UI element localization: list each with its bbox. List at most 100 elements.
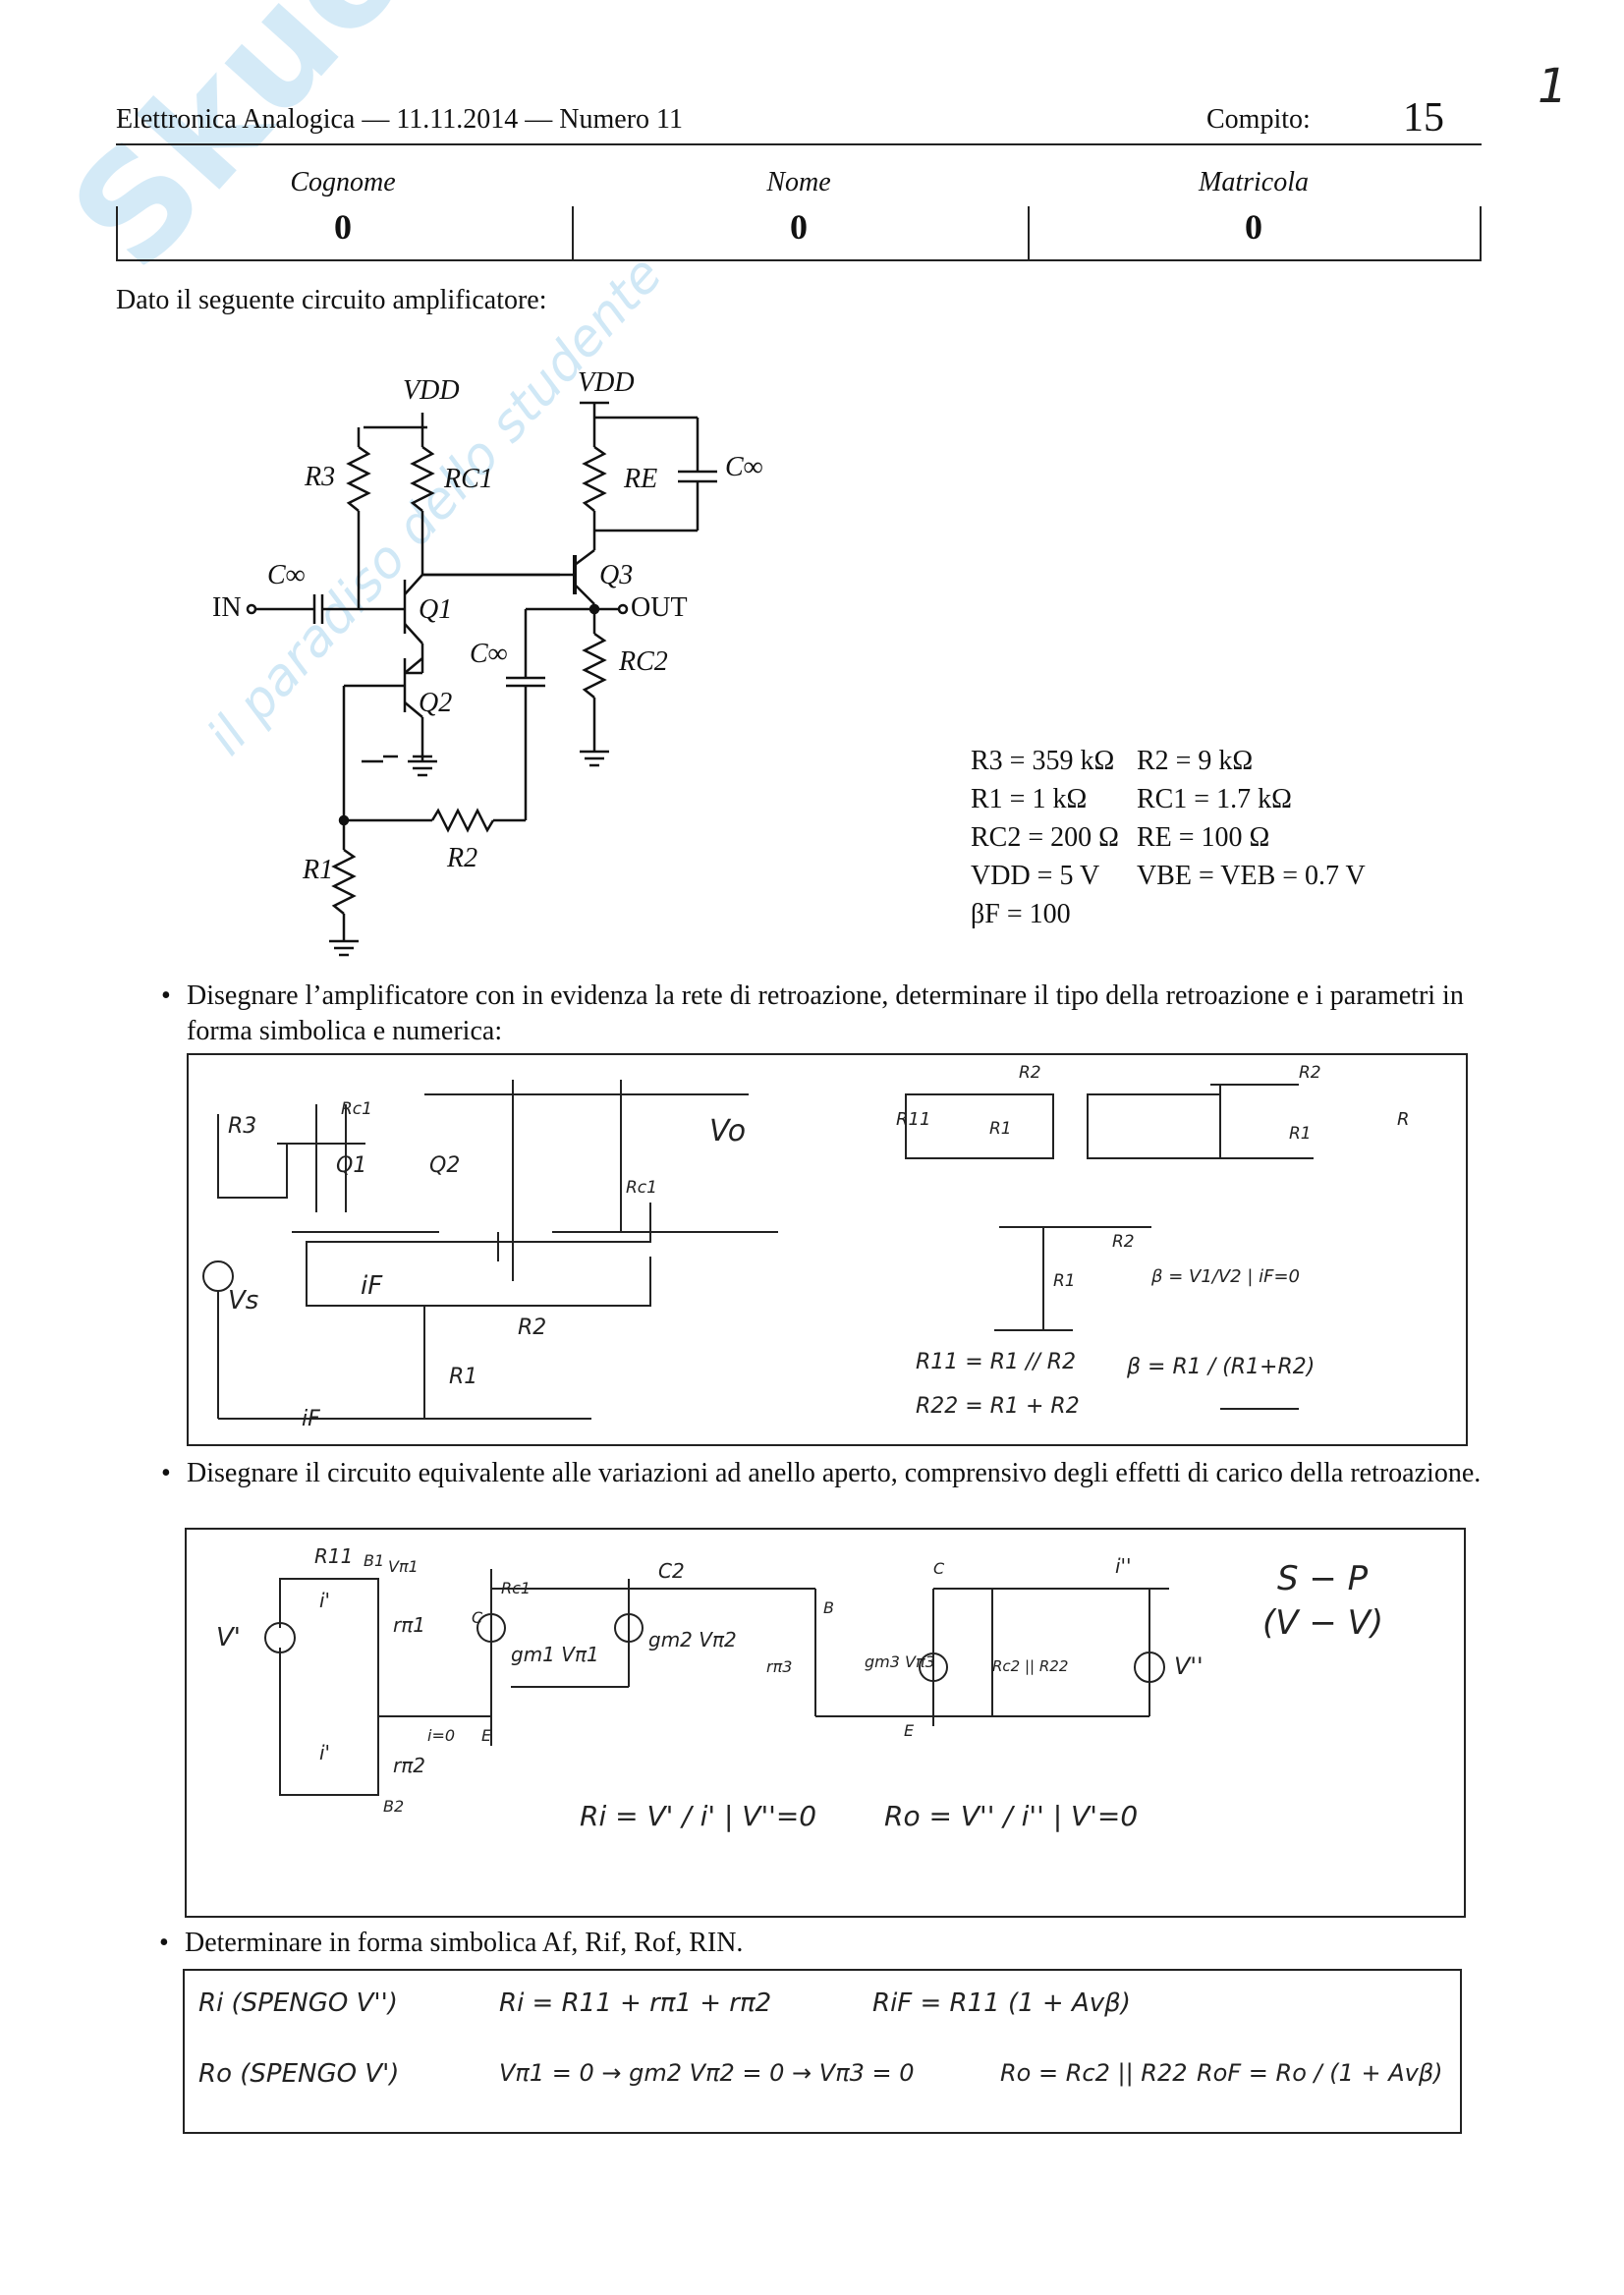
hw-label: β = V1/V2 | iF=0	[1151, 1266, 1301, 1287]
hw-label: rπ2	[393, 1754, 425, 1777]
field-label: Nome	[766, 167, 831, 197]
hw-label: R2	[1019, 1063, 1041, 1083]
field-label: Matricola	[1199, 167, 1309, 197]
label-cinf-top: C∞	[725, 452, 763, 482]
label-cinf-mid: C∞	[470, 639, 508, 669]
field-cognome: Cognome 0	[116, 167, 570, 259]
nome-box	[570, 206, 1030, 261]
hw-label: B2	[383, 1797, 405, 1816]
value: RC2 = 200 Ω	[971, 822, 1119, 853]
hw-label: R2	[518, 1315, 547, 1340]
hw-label: iF	[302, 1407, 320, 1431]
r11-formula: R11 = R1 // R2	[916, 1350, 1077, 1374]
value: R1 = 1 kΩ	[971, 784, 1088, 814]
hw-text: Ri = R11 + rπ1 + rπ2	[499, 1988, 772, 2018]
hw-label: Vo	[709, 1114, 747, 1148]
hw-label: R1	[1053, 1271, 1076, 1291]
value: βF = 100	[971, 899, 1071, 929]
question-text: Disegnare il circuito equivalente alle v…	[187, 1458, 1482, 1488]
hw-label: Rc1	[501, 1579, 532, 1597]
value: VDD = 5 V	[971, 861, 1100, 891]
answer-2-labels: R11 B1 Vπ1 i' rπ1 V' i' rπ2 B2 i=0 Rc1 C…	[187, 1530, 1464, 1916]
hw-label: iF	[361, 1271, 383, 1301]
hw-label: i=0	[427, 1726, 456, 1745]
compito-label: Compito:	[1206, 104, 1311, 135]
beta-formula: β = R1 / (R1+R2)	[1127, 1355, 1316, 1379]
hw-label: R1	[449, 1365, 478, 1389]
hw-text: RiF = R11 (1 + Avβ)	[872, 1988, 1131, 2018]
label-q3: Q3	[599, 560, 634, 590]
hw-label: C	[472, 1608, 483, 1627]
hw-label: C	[933, 1559, 945, 1578]
hw-label: gm1 Vπ1	[511, 1643, 599, 1666]
answer-box-2: R11 B1 Vπ1 i' rπ1 V' i' rπ2 B2 i=0 Rc1 C…	[185, 1528, 1466, 1918]
hw-text: Ri (SPENGO V'')	[198, 1988, 398, 2018]
hw-label: Rc1	[341, 1099, 372, 1119]
answer-box-3: Ri (SPENGO V'') Ri = R11 + rπ1 + rπ2 RiF…	[183, 1969, 1462, 2134]
value: RC1 = 1.7 kΩ	[1136, 784, 1292, 814]
hw-label: B	[823, 1598, 834, 1617]
label-in: IN	[212, 592, 242, 623]
label-re: RE	[624, 464, 658, 494]
hw-label: R11	[314, 1544, 354, 1568]
compito-number: 15	[1403, 95, 1444, 140]
hw-label: R2	[1112, 1232, 1135, 1252]
bullet-icon: •	[161, 980, 171, 1011]
hw-label: Rc2 || R22	[992, 1657, 1069, 1675]
hw-label: gm3 Vπ3	[865, 1652, 935, 1671]
hw-label: B1	[364, 1551, 385, 1570]
label-q2: Q2	[419, 688, 453, 718]
question-text: Determinare in forma simbolica Af, Rif, …	[185, 1928, 744, 1958]
label-rc1: RC1	[444, 464, 493, 494]
hw-label: Q2	[429, 1153, 461, 1178]
field-matricola: Matricola 0	[1028, 167, 1480, 259]
hw-label: R3	[228, 1114, 257, 1139]
ro-formula: Ro = V'' / i'' | V'=0	[884, 1800, 1139, 1832]
question-2: • Disegnare il circuito equivalente alle…	[161, 1456, 1493, 1491]
circuit-schematic	[246, 401, 717, 957]
hw-label: rπ3	[766, 1657, 793, 1676]
hw-label: i'	[319, 1589, 331, 1612]
question-1: • Disegnare l’amplificatore con in evide…	[161, 979, 1493, 1049]
bullet-icon: •	[159, 1928, 169, 1958]
value: RE = 100 Ω	[1136, 822, 1270, 853]
field-label: Cognome	[290, 167, 396, 197]
hw-label: rπ1	[393, 1613, 425, 1637]
bullet-icon: •	[161, 1458, 171, 1488]
feedback-sketch	[202, 1080, 1314, 1420]
hw-label: gm2 Vπ2	[648, 1628, 737, 1651]
value: R2 = 9 kΩ	[1136, 746, 1254, 776]
hw-label: V''	[1174, 1652, 1204, 1680]
label-r2: R2	[447, 843, 478, 873]
hw-label: i'	[319, 1741, 331, 1764]
label-r1: R1	[303, 855, 334, 885]
answer-1-labels: R3 Rc1 Q1 Q2 Vo Rc1 Vs iF R2 R1 iF R2 R1…	[189, 1055, 1466, 1444]
intro-text: Dato il seguente circuito amplificatore:	[116, 285, 547, 315]
field-value: 0	[1245, 207, 1262, 247]
hw-label: Q1	[336, 1153, 367, 1178]
ri-formula: Ri = V' / i' | V''=0	[580, 1800, 817, 1832]
question-3: • Determinare in forma simbolica Af, Rif…	[159, 1926, 1491, 1961]
hw-label: R2	[1299, 1063, 1321, 1083]
exam-header: Elettronica Analogica — 11.11.2014 — Num…	[116, 95, 1482, 145]
hw-label: E	[481, 1726, 492, 1745]
r22-formula: R22 = R1 + R2	[916, 1394, 1080, 1419]
hw-text: Ro (SPENGO V')	[198, 2059, 400, 2089]
label-out: OUT	[631, 592, 688, 623]
hw-label: R11	[896, 1109, 931, 1130]
student-id-row: Cognome 0 Nome 0 Matricola 0	[116, 167, 1482, 261]
label-r3: R3	[305, 462, 336, 492]
hw-label: R	[1397, 1109, 1410, 1130]
circuit-labels: VDD VDD R3 RC1 RE C∞ C∞ IN Q1 Q2 Q3 OUT …	[187, 367, 763, 982]
label-vdd1: VDD	[403, 375, 460, 406]
label-q1: Q1	[419, 594, 453, 625]
page-mark: 1	[1538, 59, 1568, 114]
cognome-box	[116, 206, 574, 261]
hw-label: R1	[989, 1119, 1012, 1139]
field-nome: Nome 0	[570, 167, 1028, 259]
field-value: 0	[334, 207, 352, 247]
label-rc2: RC2	[619, 646, 668, 677]
matricola-box	[1028, 206, 1482, 261]
hw-label: Vs	[228, 1286, 259, 1315]
